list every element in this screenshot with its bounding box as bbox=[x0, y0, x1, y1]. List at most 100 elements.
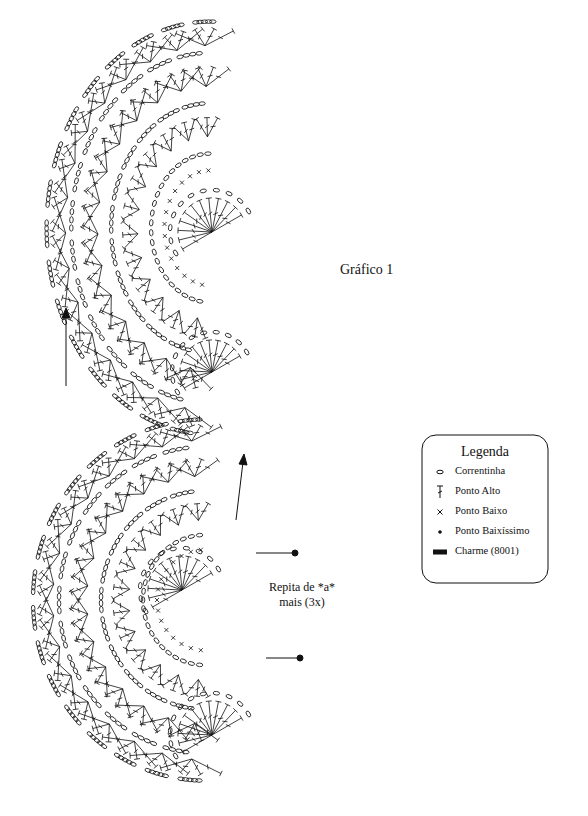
tall-stitch bbox=[80, 653, 84, 657]
tall-stitch bbox=[87, 343, 92, 345]
tall-stitch bbox=[193, 240, 198, 242]
tall-stitch bbox=[129, 557, 131, 562]
chain-stitch bbox=[36, 640, 41, 647]
tall-stitch bbox=[189, 128, 194, 130]
tall-stitch bbox=[216, 76, 221, 77]
chain-stitch bbox=[93, 737, 100, 744]
chain-stitch bbox=[57, 586, 61, 593]
tall-stitch bbox=[164, 760, 167, 764]
tall-stitch bbox=[84, 206, 98, 235]
tall-stitch bbox=[170, 690, 176, 692]
tall-stitch bbox=[70, 590, 72, 596]
tall-stitch bbox=[179, 218, 181, 224]
tall-stitch bbox=[58, 252, 63, 254]
tall-stitch bbox=[149, 590, 182, 598]
tall-stitch bbox=[88, 98, 90, 104]
tall-stitch bbox=[213, 213, 218, 215]
tall-symbol bbox=[438, 491, 442, 493]
chain-stitch bbox=[162, 745, 169, 750]
tall-stitch bbox=[118, 689, 123, 707]
tall-stitch bbox=[75, 558, 77, 564]
tall-stitch bbox=[106, 505, 123, 511]
tall-stitch bbox=[121, 113, 137, 121]
tall-stitch bbox=[83, 206, 85, 212]
chain-stitch bbox=[170, 377, 175, 384]
tall-stitch bbox=[166, 577, 167, 582]
tall-stitch bbox=[101, 310, 126, 321]
chain-stitch bbox=[123, 524, 130, 531]
tall-stitch bbox=[81, 480, 87, 481]
tall-stitch bbox=[102, 83, 105, 103]
tall-stitch bbox=[212, 349, 234, 372]
tall-stitch bbox=[120, 617, 125, 619]
tall-stitch bbox=[203, 687, 205, 692]
tall-stitch bbox=[51, 654, 56, 655]
tall-stitch bbox=[58, 224, 60, 229]
tall-stitch bbox=[163, 675, 179, 686]
chain-stitch bbox=[168, 237, 173, 244]
tall-stitch bbox=[83, 202, 100, 228]
tall-stitch bbox=[169, 517, 170, 522]
tall-stitch bbox=[194, 380, 199, 382]
chain-stitch bbox=[149, 123, 156, 130]
chain-stitch bbox=[103, 564, 108, 571]
tall-stitch bbox=[44, 621, 49, 623]
chain-stitch bbox=[168, 727, 172, 734]
tall-stitch bbox=[199, 416, 200, 421]
tall-stitch bbox=[83, 263, 89, 265]
chain-stitch bbox=[169, 25, 176, 30]
tall-stitch bbox=[181, 79, 186, 81]
chain-stitch bbox=[205, 152, 212, 156]
tall-stitch bbox=[215, 198, 221, 199]
chain-stitch bbox=[73, 106, 80, 113]
tall-stitch bbox=[94, 360, 110, 364]
tall-stitch bbox=[56, 282, 61, 285]
tall-stitch bbox=[168, 471, 173, 473]
tall-stitch bbox=[50, 641, 51, 646]
tall-stitch bbox=[144, 468, 158, 494]
chain-stitch bbox=[109, 227, 113, 233]
tall-stitch bbox=[118, 493, 123, 511]
chain-stitch bbox=[152, 249, 157, 256]
tall-stitch bbox=[156, 469, 169, 482]
tall-stitch bbox=[53, 670, 55, 676]
tall-stitch bbox=[87, 548, 88, 553]
chain-stitch bbox=[59, 572, 64, 579]
chain-stitch bbox=[61, 558, 66, 565]
tall-stitch bbox=[109, 140, 111, 145]
tall-stitch bbox=[183, 735, 212, 752]
tall-stitch bbox=[178, 506, 183, 525]
chain-stitch bbox=[115, 270, 121, 277]
tall-stitch bbox=[147, 46, 177, 51]
tall-stitch bbox=[128, 482, 134, 484]
tall-stitch bbox=[188, 573, 193, 575]
tall-stitch bbox=[125, 702, 128, 706]
tall-stitch bbox=[206, 339, 212, 341]
tall-stitch bbox=[46, 568, 51, 569]
tall-stitch bbox=[41, 616, 54, 628]
tall-stitch bbox=[192, 759, 201, 774]
tall-stitch bbox=[152, 758, 157, 759]
tall-stitch bbox=[163, 514, 179, 525]
tall-stitch bbox=[126, 261, 128, 267]
tall-stitch bbox=[203, 337, 209, 339]
tall-stitch bbox=[116, 570, 117, 576]
tall-stitch bbox=[218, 215, 223, 217]
tall-stitch bbox=[59, 163, 75, 169]
tall-stitch bbox=[222, 358, 227, 360]
chain-stitch bbox=[111, 351, 118, 358]
tall-stitch bbox=[159, 724, 164, 726]
tall-stitch bbox=[158, 407, 161, 411]
single-crochet bbox=[189, 646, 193, 650]
tall-stitch bbox=[96, 155, 107, 172]
tall-stitch bbox=[117, 340, 123, 342]
tall-stitch bbox=[198, 503, 208, 520]
chain-stitch bbox=[55, 502, 61, 509]
tall-stitch bbox=[81, 533, 106, 547]
tall-stitch bbox=[205, 467, 210, 469]
tall-stitch bbox=[115, 492, 116, 498]
chain-stitch bbox=[168, 168, 175, 175]
tall-stitch bbox=[136, 655, 141, 656]
chain-stitch bbox=[149, 630, 155, 637]
chain-stitch bbox=[128, 299, 135, 306]
